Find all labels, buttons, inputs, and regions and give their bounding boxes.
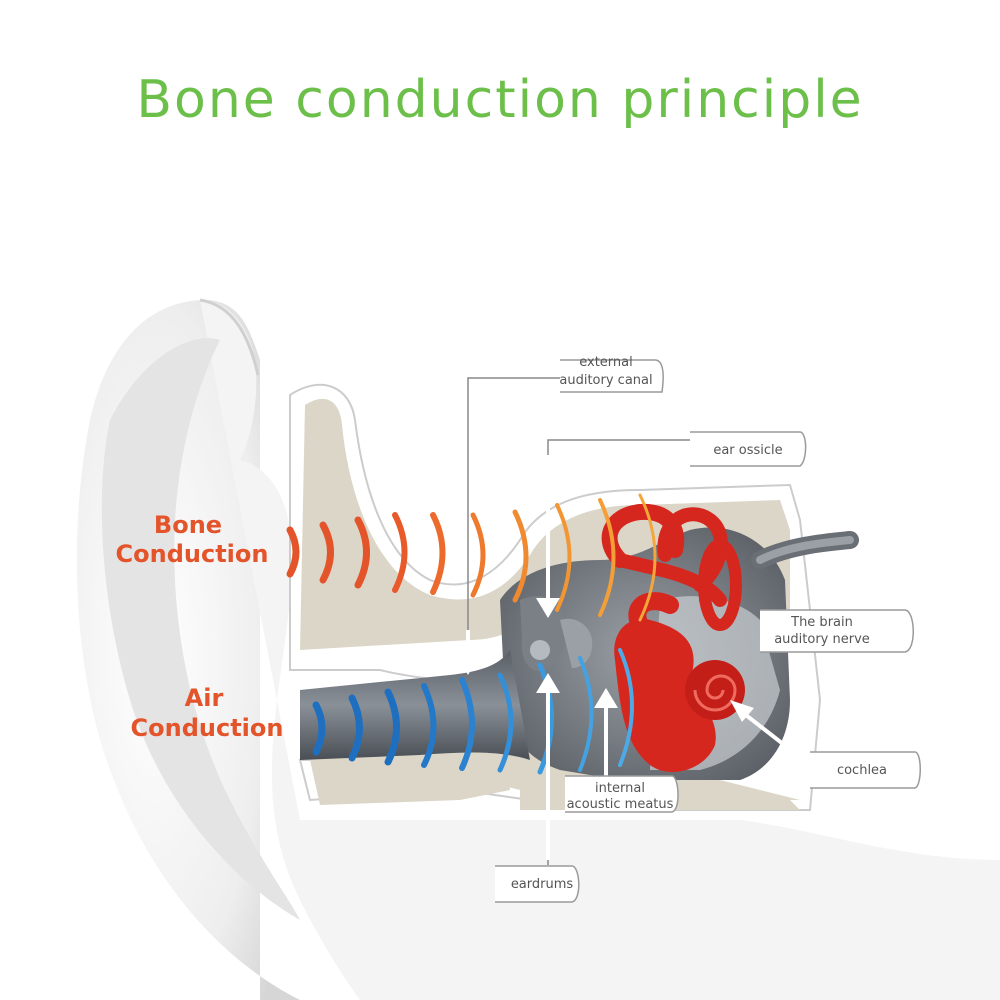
callout-ear-ossicle: ear ossicle: [690, 431, 807, 467]
bone-conduction-waves: [286, 493, 657, 622]
svg-text:ear ossicle: ear ossicle: [713, 443, 782, 458]
white-arrows: [458, 455, 812, 860]
callout-brain-nerve: The brain auditory nerve: [760, 609, 914, 653]
arrow-cochlea: [740, 710, 812, 767]
outer-ear: [76, 298, 1000, 1000]
svg-text:external: external: [579, 355, 633, 370]
svg-text:Conduction: Conduction: [116, 540, 269, 568]
callout-external-canal: external auditory canal: [559, 355, 664, 393]
callout-cochlea: cochlea: [810, 751, 921, 789]
auditory-nerve: [751, 531, 859, 569]
svg-text:auditory canal: auditory canal: [559, 373, 652, 388]
air-conduction-label: Air Conduction: [131, 684, 284, 742]
svg-text:acoustic meatus: acoustic meatus: [567, 797, 674, 812]
air-conduction-waves: [312, 648, 634, 775]
diagram-title: Bone conduction principle: [136, 70, 864, 130]
svg-text:Air: Air: [185, 684, 224, 712]
svg-text:cochlea: cochlea: [837, 763, 887, 778]
svg-text:Conduction: Conduction: [131, 714, 284, 742]
svg-text:auditory nerve: auditory nerve: [774, 632, 870, 647]
bone-conduction-label: Bone Conduction: [116, 511, 269, 568]
svg-text:Bone: Bone: [154, 511, 222, 539]
svg-text:internal: internal: [595, 781, 645, 796]
callout-eardrums: eardrums: [495, 865, 580, 903]
svg-text:The brain: The brain: [790, 615, 853, 630]
callout-internal-meatus: internal acoustic meatus: [565, 775, 679, 813]
cochlea: [601, 503, 745, 773]
ear-ossicles: [520, 596, 593, 671]
external-canal-leader: [467, 377, 560, 668]
svg-text:eardrums: eardrums: [511, 877, 574, 892]
